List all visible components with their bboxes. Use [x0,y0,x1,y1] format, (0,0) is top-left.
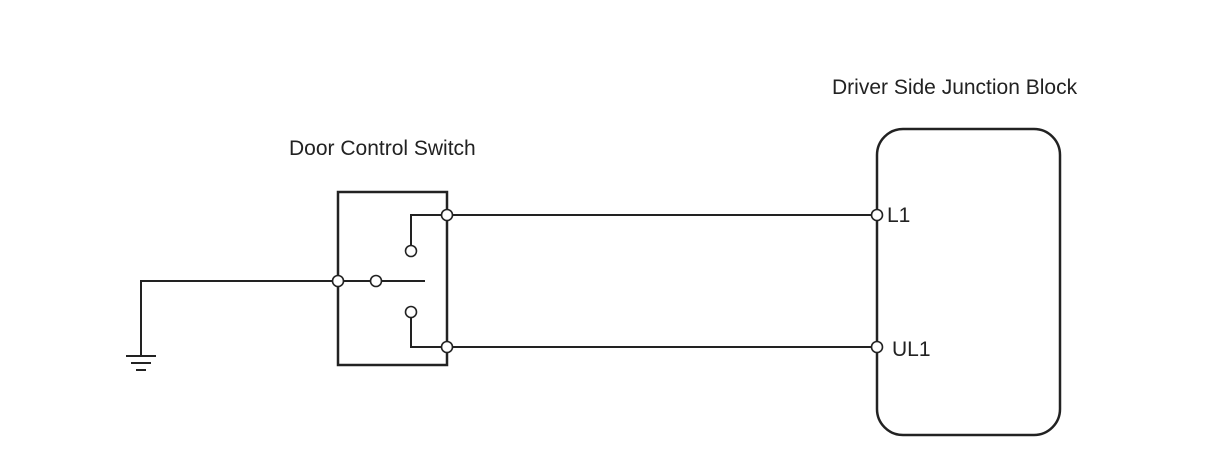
switch-body [336,190,449,367]
ground-icon [126,355,156,371]
junction-l1-terminal [870,208,884,222]
junction-block-title: Driver Side Junction Block [832,76,1078,99]
switch-common-terminal [369,274,383,288]
pin-label-ul1: UL1 [892,338,931,361]
switch-upper-contact [410,214,448,246]
switch-l1-terminal [440,208,454,222]
switch-title: Door Control Switch [289,137,476,160]
pin-label-l1: L1 [887,204,911,227]
switch-ground-terminal [331,274,345,288]
switch-lower-contact [410,317,448,348]
ground-wire [140,280,339,357]
junction-ul1-terminal [870,340,884,354]
switch-upper-terminal [404,244,418,258]
switch-lower-terminal [404,305,418,319]
junction-block-body [875,127,1062,437]
switch-ul1-terminal [440,340,454,354]
